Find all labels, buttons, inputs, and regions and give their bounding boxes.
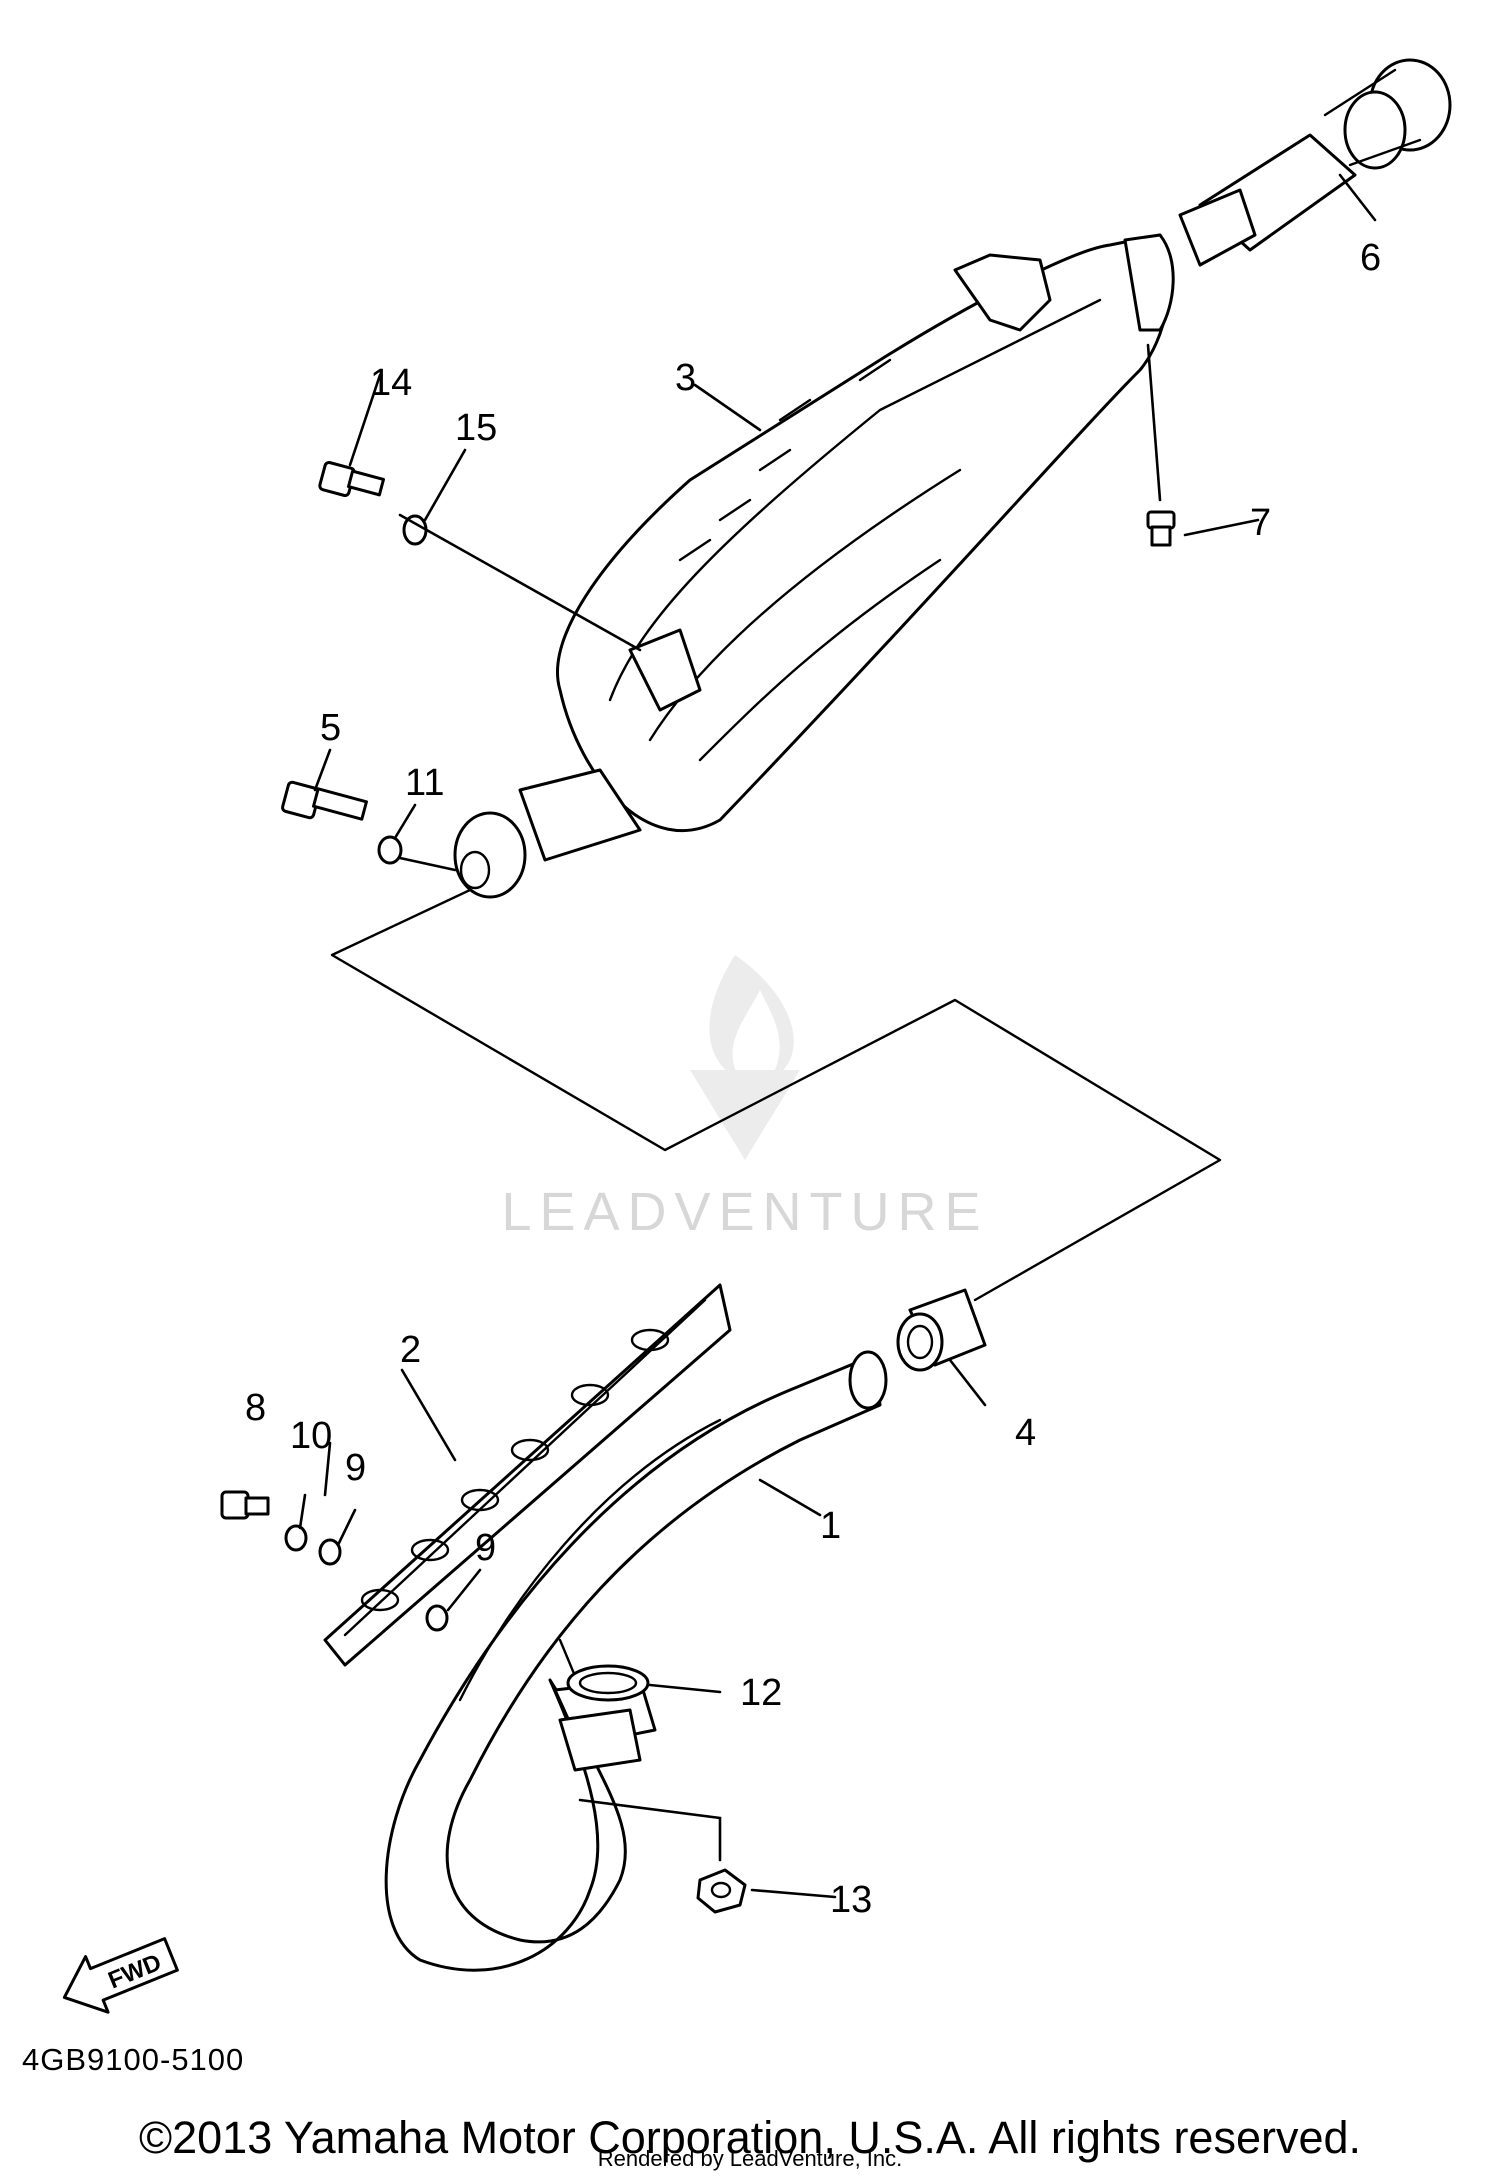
label-part-4: 4 [1015,1412,1036,1454]
label-part-6: 6 [1360,237,1381,279]
label-part-5: 5 [320,707,341,749]
gasket-part-12 [566,1664,650,1702]
label-part-9-upper: 9 [345,1447,366,1489]
lock-washer-part-10 [284,1524,308,1552]
screw-part-7 [1146,510,1176,547]
label-part-13: 13 [830,1879,872,1921]
nut-part-13 [696,1868,747,1914]
label-part-10: 10 [290,1415,332,1457]
protector-part-2 [323,1283,732,1667]
bolt-part-5 [281,780,368,821]
exhaust-pipe-part-1 [384,1350,888,1972]
rendered-by-credit: Rendered by LeadVenture, Inc. [597,2146,903,2171]
label-part-14: 14 [370,362,412,404]
leader-lines [298,173,1377,1899]
watermark-text: LEADVENTURE [501,1182,988,1242]
leadventure-watermark: LEADVENTURE [501,955,988,1242]
diagram-code: 4GB9100-5100 [22,2042,244,2077]
bolt-part-14 [318,460,386,498]
muffler-part-3 [453,233,1175,899]
label-part-1: 1 [820,1505,841,1547]
part-number-labels: 1 2 3 4 5 6 7 8 9 9 10 11 12 13 14 15 [245,237,1381,1921]
washer-part-11 [377,835,403,865]
assembly-connection-outline [330,888,1222,1302]
forward-direction-arrow: FWD [62,1937,179,2014]
label-part-2: 2 [400,1329,421,1371]
bolt-part-8 [220,1490,270,1520]
copyright-notice: ©2013 Yamaha Motor Corporation, U.S.A. A… [138,2112,1362,2163]
tailpipe-part-6 [1178,58,1452,267]
washer-part-9-lower [425,1604,449,1632]
label-part-7: 7 [1250,502,1271,544]
label-part-15: 15 [455,407,497,449]
label-part-11: 11 [405,762,444,804]
washer-part-9-upper [318,1538,342,1566]
label-part-3: 3 [675,357,696,399]
joint-part-4 [896,1288,987,1372]
label-part-12: 12 [740,1672,782,1714]
label-part-9-lower: 9 [475,1527,496,1569]
label-part-8: 8 [245,1387,266,1429]
